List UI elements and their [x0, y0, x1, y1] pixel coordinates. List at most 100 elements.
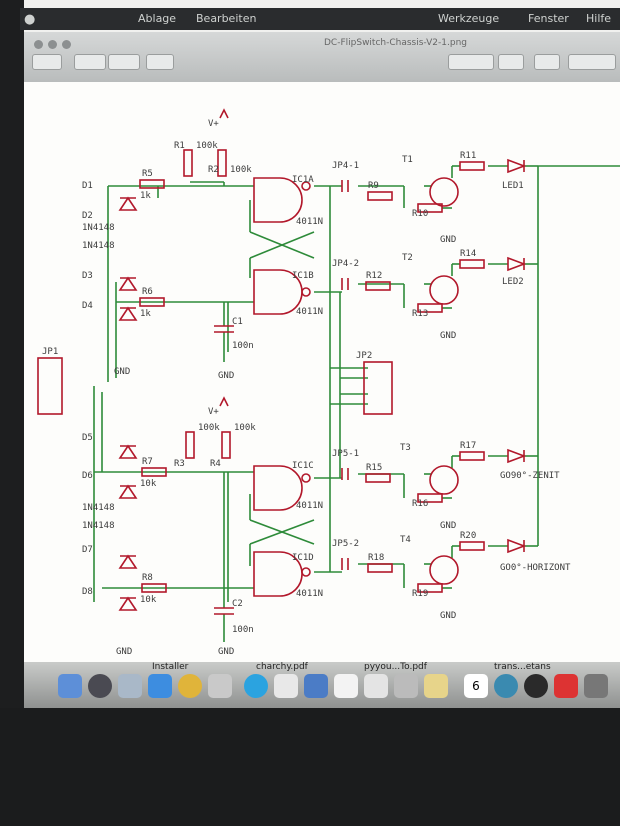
r10-label: R10 [412, 209, 428, 219]
schematic-diagram: JP1 JP2 V+ V+ GND GND GND GND GND GND GN… [37, 108, 620, 657]
t4-label: T4 [400, 535, 411, 545]
ic1b-label: IC1B [292, 271, 314, 281]
r9-label: R9 [368, 181, 379, 191]
r12-label: R12 [366, 271, 382, 281]
d3-label: D3 [82, 271, 93, 281]
diode-part-label-3: 1N4148 [82, 503, 115, 513]
diode-part-label-4: 1N4148 [82, 521, 115, 531]
r19-label: R19 [412, 589, 428, 599]
r15-label: R15 [366, 463, 382, 473]
c2-label: C2 [232, 599, 243, 609]
gnd-label-t3: GND [440, 521, 456, 531]
c1-value: 100n [232, 341, 254, 351]
menu-item-fenster[interactable]: Fenster [528, 12, 569, 25]
t1-label: T1 [402, 155, 413, 165]
c2-value: 100n [232, 625, 254, 635]
r1-label: R1 [174, 141, 185, 151]
jp5-2-label: JP5-2 [332, 539, 359, 549]
stickies-icon[interactable] [424, 674, 448, 698]
notes-icon[interactable] [334, 674, 358, 698]
dock-label-trans: trans...etans [494, 662, 551, 672]
window-title: DC-FlipSwitch-Chassis-V2-1.png [324, 38, 467, 48]
sidebar-toggle-button[interactable] [32, 54, 62, 70]
close-window-icon[interactable] [34, 40, 43, 49]
r20-label: R20 [460, 531, 476, 541]
ic1d-label: IC1D [292, 553, 314, 563]
zoom-in-button[interactable] [108, 54, 140, 70]
r5-label: R5 [142, 169, 153, 179]
monitor-bezel-left [0, 0, 24, 708]
jp2-label: JP2 [356, 351, 372, 361]
d1-label: D1 [82, 181, 93, 191]
image-canvas: JP1 JP2 V+ V+ GND GND GND GND GND GND GN… [24, 82, 620, 662]
menu-item-hilfe[interactable]: Hilfe [586, 12, 612, 25]
dashboard-icon[interactable] [88, 674, 112, 698]
d6-label: D6 [82, 471, 93, 481]
gnd-label: GND [114, 367, 130, 377]
menu-item-ablage[interactable]: Ablage [138, 12, 177, 25]
menu-item-bearbeiten[interactable]: Bearbeiten [196, 12, 257, 25]
r16-label: R16 [412, 499, 428, 509]
t2-label: T2 [402, 253, 413, 263]
r5-value: 1k [140, 191, 151, 201]
jp4-2-label: JP4-2 [332, 259, 359, 269]
led1-label: LED1 [502, 181, 524, 191]
r11-label: R11 [460, 151, 476, 161]
chrome-icon[interactable] [178, 674, 202, 698]
pdf-icon[interactable] [364, 674, 388, 698]
r3-label: R3 [174, 459, 185, 469]
r4-label: R4 [210, 459, 221, 469]
minimize-window-icon[interactable] [48, 40, 57, 49]
launchpad-icon[interactable] [118, 674, 142, 698]
r7-label: R7 [142, 457, 153, 467]
preview-icon[interactable] [208, 674, 232, 698]
app-red-icon[interactable] [554, 674, 578, 698]
jp5-1-label: JP5-1 [332, 449, 359, 459]
ic1a-label: IC1A [292, 175, 314, 185]
led3-label: GO90°-ZENIT [500, 471, 560, 481]
r8-label: R8 [142, 573, 153, 583]
zoom-out-button[interactable] [74, 54, 106, 70]
jp1-label: JP1 [42, 347, 58, 357]
app-eye-icon[interactable] [584, 674, 608, 698]
diode-part-label: 1N4148 [82, 223, 115, 233]
rotate-button[interactable] [498, 54, 524, 70]
gnd-label-2: GND [116, 647, 132, 657]
search-field[interactable] [568, 54, 616, 70]
arduino-icon[interactable] [494, 674, 518, 698]
c1-label: C1 [232, 317, 243, 327]
r8-value: 10k [140, 595, 157, 605]
r3-value: 100k [198, 423, 220, 433]
jp4-1-label: JP4-1 [332, 161, 359, 171]
dock: Installer charchy.pdf pyyou...To.pdf tra… [24, 662, 620, 708]
gnd-label-t2: GND [440, 331, 456, 341]
gnd-label-c2: GND [218, 647, 234, 657]
r6-value: 1k [140, 309, 151, 319]
ic1d-part: 4011N [296, 589, 323, 599]
dock-label-charchy: charchy.pdf [256, 662, 308, 672]
zoom-window-icon[interactable] [62, 40, 71, 49]
mail-icon[interactable] [304, 674, 328, 698]
r18-label: R18 [368, 553, 384, 563]
edit-toolbar-button[interactable] [448, 54, 494, 70]
image-icon[interactable] [394, 674, 418, 698]
ic1c-label: IC1C [292, 461, 314, 471]
dock-label-pyyou: pyyou...To.pdf [364, 662, 427, 672]
skype-icon[interactable] [244, 674, 268, 698]
apple-icon[interactable]: ● [24, 12, 36, 27]
led2-label: LED2 [502, 277, 524, 287]
share-button[interactable] [146, 54, 174, 70]
document-icon[interactable] [274, 674, 298, 698]
markup-button[interactable] [534, 54, 560, 70]
calendar-icon[interactable]: 6 [464, 674, 488, 698]
dropbox-icon[interactable] [148, 674, 172, 698]
d2-label: D2 [82, 211, 93, 221]
r13-label: R13 [412, 309, 428, 319]
finder-icon[interactable] [58, 674, 82, 698]
d5-label: D5 [82, 433, 93, 443]
monitor-bezel-bottom [0, 708, 620, 826]
d4-label: D4 [82, 301, 93, 311]
app-p-icon[interactable] [524, 674, 548, 698]
menu-item-werkzeuge[interactable]: Werkzeuge [438, 12, 500, 25]
